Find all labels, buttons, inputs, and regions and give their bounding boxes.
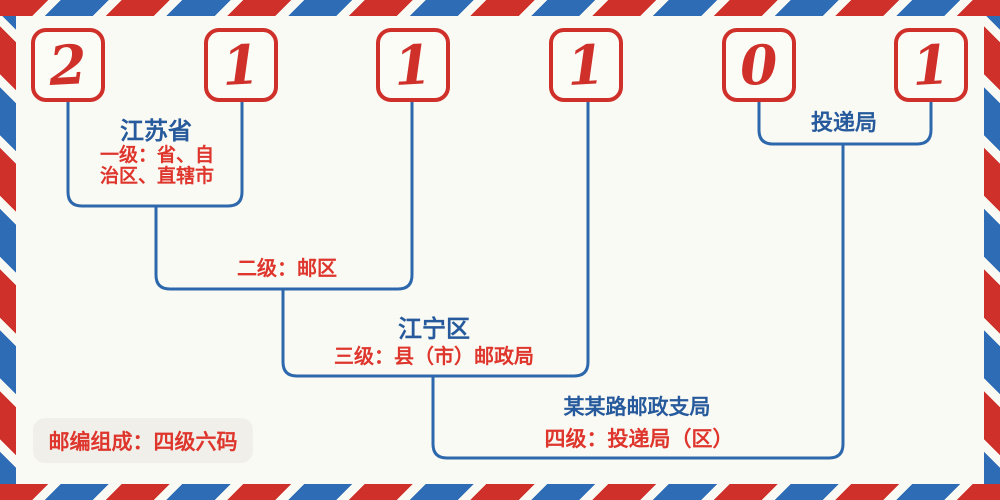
postal-digit: 1 — [220, 32, 262, 98]
level1-description: 一级：省、自 治区、直辖市 — [100, 145, 214, 187]
postal-digit: 1 — [910, 32, 952, 98]
postal-digit-box-3: 1 — [376, 28, 450, 102]
level1-description-line2: 治区、直辖市 — [99, 166, 215, 187]
bracket-level3 — [281, 99, 590, 378]
postal-code-composition-note: 邮编组成：四级六码 — [33, 418, 253, 463]
level1-description-line1: 一级：省、自 — [99, 145, 215, 166]
postal-digit: 1 — [392, 32, 434, 98]
bracket-level4 — [431, 142, 845, 460]
level4-branch-name: 某某路邮政支局 — [563, 395, 711, 419]
level4-description: 四级：投递局（区） — [544, 427, 734, 451]
delivery-bureau-label: 投递局 — [810, 110, 878, 135]
level1-region-name: 江苏省 — [120, 119, 192, 145]
postal-digit-box-4: 1 — [549, 28, 623, 102]
note-label: 邮编组成：四级六码 — [48, 429, 238, 454]
postal-digit-box-2: 1 — [204, 28, 278, 102]
bracket-delivery — [757, 99, 933, 146]
postal-digit-box-5: 0 — [722, 28, 796, 102]
level2-description: 二级：邮区 — [237, 258, 337, 280]
level3-description: 三级：县（市）邮政局 — [334, 346, 534, 368]
postal-digit: 1 — [565, 32, 607, 98]
postal-digit-box-1: 2 — [31, 28, 105, 102]
postal-digit: 2 — [47, 32, 89, 98]
postal-digit: 0 — [738, 32, 780, 98]
level3-district-name: 江宁区 — [398, 317, 470, 343]
postal-digit-box-6: 1 — [894, 28, 968, 102]
